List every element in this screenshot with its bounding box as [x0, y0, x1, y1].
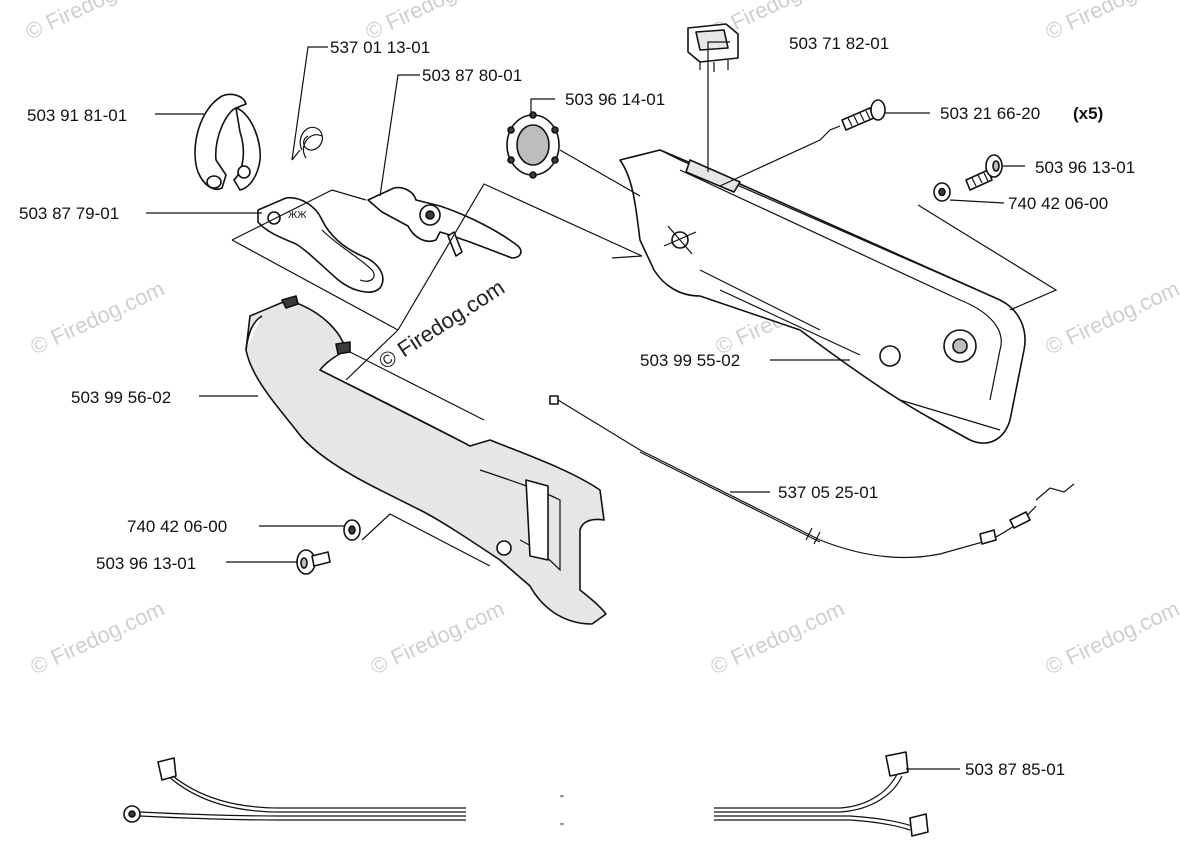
watermark: © Firedog.com — [1042, 0, 1180, 45]
label-handle-half-right: 503 99 55-02 — [640, 351, 740, 370]
watermark: © Firedog.com — [1042, 596, 1180, 680]
label-switch: 503 71 82-01 — [789, 34, 889, 53]
label-screw-x5-qty: (x5) — [1073, 104, 1103, 123]
label-spring: 537 01 13-01 — [330, 38, 430, 57]
spring-part — [291, 126, 323, 161]
throttle-cable-part — [549, 395, 1075, 559]
lock-mark: ЖЖ — [288, 210, 307, 221]
clip-part — [194, 93, 261, 191]
label-handle-half-left: 503 99 56-02 — [71, 388, 171, 407]
label-throttle-cable: 537 05 25-01 — [778, 483, 878, 502]
label-washer-left: 740 42 06-00 — [127, 517, 227, 536]
handle-half-right-part — [619, 149, 1026, 444]
switch-part — [687, 23, 739, 72]
ring-part — [506, 111, 560, 179]
label-washer-right: 740 42 06-00 — [1008, 194, 1108, 213]
watermark: © Firedog.com — [22, 0, 164, 45]
break-mark: '' — [560, 794, 564, 805]
screw-right-part — [965, 154, 1003, 191]
watermark: © Firedog.com — [367, 596, 509, 680]
wire-harness-part: '' '' — [123, 751, 929, 837]
trigger-part — [367, 186, 522, 259]
label-trigger-lock: 503 87 79-01 — [19, 204, 119, 223]
break-mark: '' — [560, 822, 564, 833]
washer-right-part — [933, 182, 951, 202]
watermark: © Firedog.com — [1042, 276, 1180, 360]
washer-left-part — [343, 519, 361, 541]
center-watermark: © Firedog.com — [374, 274, 509, 374]
label-screw-right: 503 96 13-01 — [1035, 158, 1135, 177]
leader-lines — [146, 41, 1058, 770]
label-ring: 503 96 14-01 — [565, 90, 665, 109]
watermark: © Firedog.com — [27, 596, 169, 680]
label-screw-left: 503 96 13-01 — [96, 554, 196, 573]
watermark: © Firedog.com — [707, 596, 849, 680]
label-wire-harness: 503 87 85-01 — [965, 760, 1065, 779]
label-screw-x5: 503 21 66-20 — [940, 104, 1040, 123]
part-labels: 503 91 81-01 537 01 13-01 503 87 80-01 5… — [19, 34, 1135, 779]
label-trigger: 503 87 80-01 — [422, 66, 522, 85]
watermark: © Firedog.com — [27, 276, 169, 360]
trigger-lock-part: ЖЖ — [257, 196, 384, 293]
screw-x5-part — [841, 99, 886, 131]
handle-half-left-part — [245, 295, 607, 625]
label-clip: 503 91 81-01 — [27, 106, 127, 125]
screw-left-part — [296, 549, 331, 575]
